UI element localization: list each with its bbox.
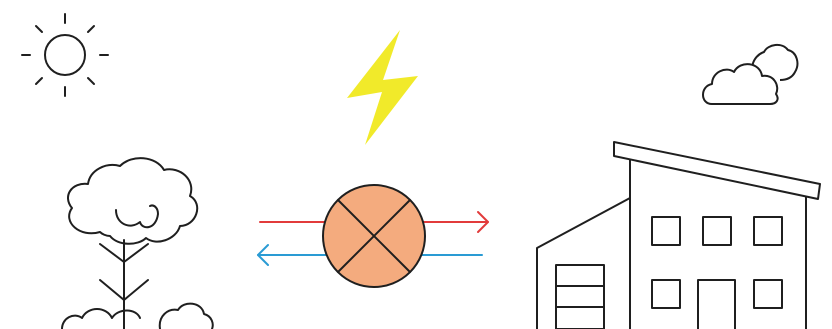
cloud-icon [702,44,799,105]
sun-icon [21,13,109,97]
house-icon [536,141,821,329]
heat-exchanger-icon [322,184,426,288]
lightning-bolt-icon [347,30,418,145]
tree-icon [61,157,214,329]
